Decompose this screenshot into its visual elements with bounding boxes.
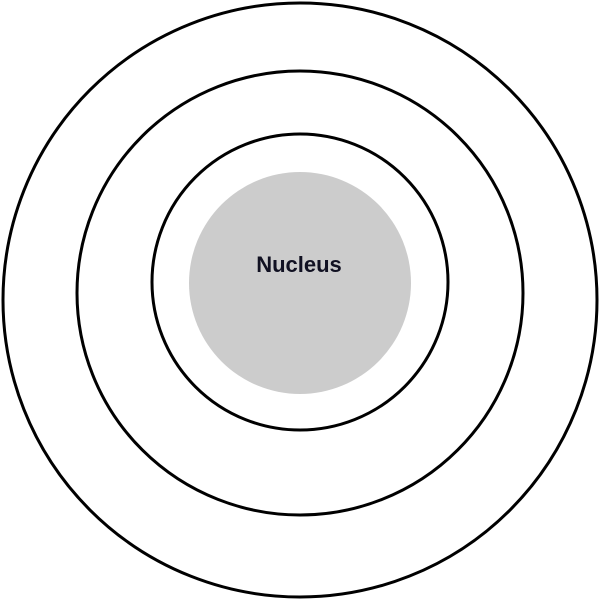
nucleus xyxy=(189,172,411,394)
middle-shell xyxy=(75,69,525,517)
inner-shell xyxy=(150,132,450,432)
nucleus-label: Nucleus xyxy=(256,252,342,277)
